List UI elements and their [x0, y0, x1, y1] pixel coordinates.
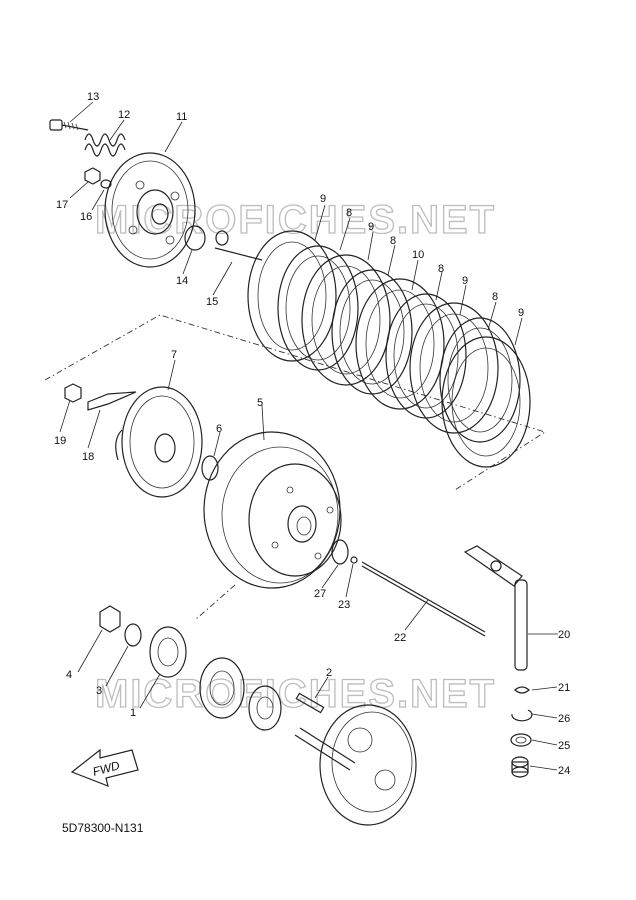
washer-27 [331, 539, 349, 565]
callout-7: 7 [171, 349, 177, 361]
washer-16 [100, 179, 112, 189]
spring-21 [514, 686, 530, 694]
callout-18: 18 [82, 451, 94, 463]
bearing-24 [511, 756, 529, 778]
nut-17 [84, 167, 101, 185]
diagram-code: 5D78300-N131 [62, 821, 144, 835]
push-rod-15 [214, 247, 263, 261]
callout-8-d: 8 [492, 291, 498, 303]
callout-15: 15 [206, 296, 218, 308]
callout-16: 16 [80, 211, 92, 223]
callout-22: 22 [394, 632, 406, 644]
callout-26: 26 [558, 713, 570, 725]
watermark-bottom: MICROFICHES.NET [95, 672, 496, 716]
push-rod-22-edge [361, 565, 486, 637]
nut-4 [99, 605, 121, 633]
callout-20: 20 [558, 629, 570, 641]
bolt-13 [49, 119, 89, 131]
friction-plate-9d [441, 336, 531, 468]
leader-lines [59, 101, 558, 771]
pressure-plate-11 [104, 152, 196, 268]
callout-9-c: 9 [462, 275, 468, 287]
friction-plate-9b [301, 254, 391, 386]
watermark-top: MICROFICHES.NET [95, 198, 496, 242]
ball-23 [350, 556, 358, 564]
circlip-26 [511, 709, 533, 722]
forward-arrow: FWD [70, 748, 139, 787]
gear-small [248, 685, 282, 731]
callout-5: 5 [257, 397, 263, 409]
key-2 [295, 692, 325, 714]
clutch-boss-7 [115, 386, 203, 498]
callout-labels: 13 12 11 17 16 14 15 9 8 9 8 10 8 9 8 9 … [54, 91, 570, 777]
callout-2: 2 [326, 667, 332, 679]
callout-11: 11 [176, 111, 187, 123]
callout-9-a: 9 [320, 193, 326, 205]
callout-4: 4 [66, 669, 72, 681]
callout-25: 25 [558, 740, 570, 752]
callout-13: 13 [87, 91, 99, 103]
callout-3: 3 [96, 685, 102, 697]
callout-23: 23 [338, 599, 350, 611]
primary-drive-gear-1 [149, 626, 187, 678]
callout-10: 10 [412, 249, 424, 261]
axis-line [194, 584, 236, 621]
callout-6: 6 [216, 423, 222, 435]
oil-seal-25 [510, 733, 532, 747]
callout-12: 12 [118, 109, 130, 121]
spring-12 [84, 133, 126, 157]
thrust-washer-6 [201, 455, 219, 481]
push-rod-22 [361, 561, 486, 633]
callout-24: 24 [558, 765, 570, 777]
callout-17: 17 [56, 199, 68, 211]
nut-19 [64, 383, 82, 403]
callout-21: 21 [558, 682, 570, 694]
callout-8-c: 8 [438, 263, 444, 275]
callout-9-d: 9 [518, 307, 524, 319]
fwd-label: FWD [91, 758, 121, 779]
crankshaft [294, 704, 417, 826]
friction-plate-10 [355, 278, 445, 410]
gear-middle [199, 657, 245, 719]
friction-plate-9a [247, 230, 337, 362]
callout-14: 14 [176, 275, 188, 287]
callout-8-b: 8 [390, 235, 396, 247]
lock-washer-18 [87, 391, 137, 411]
callout-1: 1 [130, 707, 136, 719]
washer-3 [124, 623, 142, 647]
push-lever-20 [463, 545, 528, 671]
clutch-housing-5 [203, 431, 342, 589]
callout-9-b: 9 [368, 221, 374, 233]
callout-27: 27 [314, 588, 326, 600]
clutch-plate-8d [439, 317, 521, 443]
callout-8-a: 8 [346, 207, 352, 219]
callout-19: 19 [54, 435, 66, 447]
bearing-14 [184, 225, 229, 251]
friction-plate-9c [409, 302, 499, 434]
